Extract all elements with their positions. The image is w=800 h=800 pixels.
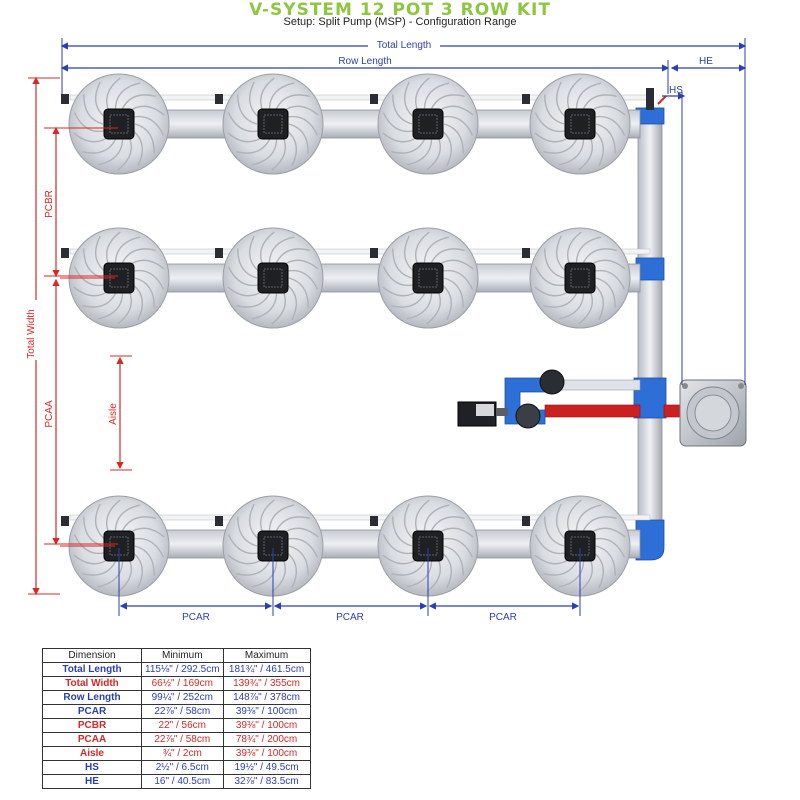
maximum-cell: 39⅜" / 100cm bbox=[222, 718, 311, 733]
label-row-length: Row Length bbox=[338, 56, 391, 67]
pot bbox=[60, 227, 170, 329]
pot bbox=[370, 73, 479, 175]
pot-grid bbox=[60, 73, 631, 597]
maximum-cell: 139¾" / 355cm bbox=[222, 676, 311, 691]
table-header-row: Dimension Minimum Maximum bbox=[42, 648, 311, 663]
drain-manifold-pipe bbox=[633, 107, 667, 561]
dimension-name-cell: Row Length bbox=[42, 690, 142, 705]
label-pcaa: PCAA bbox=[44, 400, 55, 428]
minimum-cell: 22⅞" / 58cm bbox=[141, 704, 224, 719]
dimension-name-cell: HS bbox=[42, 760, 142, 775]
dimension-name-cell: HE bbox=[42, 774, 142, 789]
maximum-cell: 148⅞" / 378cm bbox=[222, 690, 311, 705]
minimum-cell: 115⅛" / 292.5cm bbox=[141, 662, 224, 677]
header-dimension: Dimension bbox=[42, 648, 142, 663]
label-aisle: Aisle bbox=[108, 403, 119, 425]
pot bbox=[215, 227, 324, 329]
dimension-name-cell: Total Length bbox=[42, 662, 142, 677]
label-hs: HS bbox=[669, 85, 683, 96]
maximum-cell: 39⅜" / 100cm bbox=[222, 704, 311, 719]
row-tubes bbox=[109, 109, 641, 559]
pot bbox=[370, 227, 479, 329]
maximum-cell: 32⅞" / 83.5cm bbox=[222, 774, 311, 789]
diagram-subtitle: Setup: Split Pump (MSP) - Configuration … bbox=[283, 16, 517, 28]
dimension-name-cell: Aisle bbox=[42, 746, 142, 761]
maximum-cell: 39⅜" / 100cm bbox=[222, 746, 311, 761]
label-total-length: Total Length bbox=[377, 40, 432, 51]
pump-assembly bbox=[457, 369, 685, 429]
minimum-cell: 16" / 40.5cm bbox=[141, 774, 224, 789]
dimension-labels: Total Length Row Length HE HS Total Widt… bbox=[22, 38, 713, 623]
red-return-pipe bbox=[544, 404, 641, 418]
reservoir-tank bbox=[679, 379, 747, 447]
minimum-cell: ¾" / 2cm bbox=[141, 746, 224, 761]
label-pcar-2: PCAR bbox=[336, 612, 364, 623]
pot bbox=[522, 495, 631, 597]
maximum-cell: 19½" / 49.5cm bbox=[222, 760, 311, 775]
dimension-name-cell: Total Width bbox=[42, 676, 142, 691]
pot bbox=[370, 495, 479, 597]
dimension-name-cell: PCAR bbox=[42, 704, 142, 719]
diagram-title: V-SYSTEM 12 POT 3 ROW KIT bbox=[249, 0, 551, 20]
header-minimum: Minimum bbox=[141, 648, 224, 663]
pot bbox=[215, 495, 324, 597]
label-pcar-3: PCAR bbox=[489, 612, 517, 623]
pot bbox=[215, 73, 324, 175]
label-he: HE bbox=[699, 56, 713, 67]
minimum-cell: 2½" / 6.5cm bbox=[141, 760, 224, 775]
pump-motor-bottom bbox=[515, 403, 541, 429]
minimum-cell: 22" / 56cm bbox=[141, 718, 224, 733]
header-maximum: Maximum bbox=[222, 648, 311, 663]
minimum-cell: 99¼" / 252cm bbox=[141, 690, 224, 705]
system-layout-diagram: Total Length Row Length HE HS Total Widt… bbox=[22, 38, 747, 623]
pot bbox=[522, 73, 631, 175]
dimension-name-cell: PCBR bbox=[42, 718, 142, 733]
label-pcar-1: PCAR bbox=[182, 612, 210, 623]
label-pcbr: PCBR bbox=[44, 190, 55, 218]
pump-motor-top bbox=[539, 369, 565, 395]
maximum-cell: 78¾" / 200cm bbox=[222, 732, 311, 747]
pot bbox=[60, 73, 170, 175]
hs-valve bbox=[646, 88, 667, 110]
pot bbox=[522, 227, 631, 329]
minimum-cell: 66½" / 169cm bbox=[141, 676, 224, 691]
label-total-width: Total Width bbox=[26, 309, 37, 358]
pot bbox=[60, 495, 170, 597]
maximum-cell: 181¾" / 461.5cm bbox=[222, 662, 311, 677]
dimension-name-cell: PCAA bbox=[42, 732, 142, 747]
minimum-cell: 22⅞" / 58cm bbox=[141, 732, 224, 747]
